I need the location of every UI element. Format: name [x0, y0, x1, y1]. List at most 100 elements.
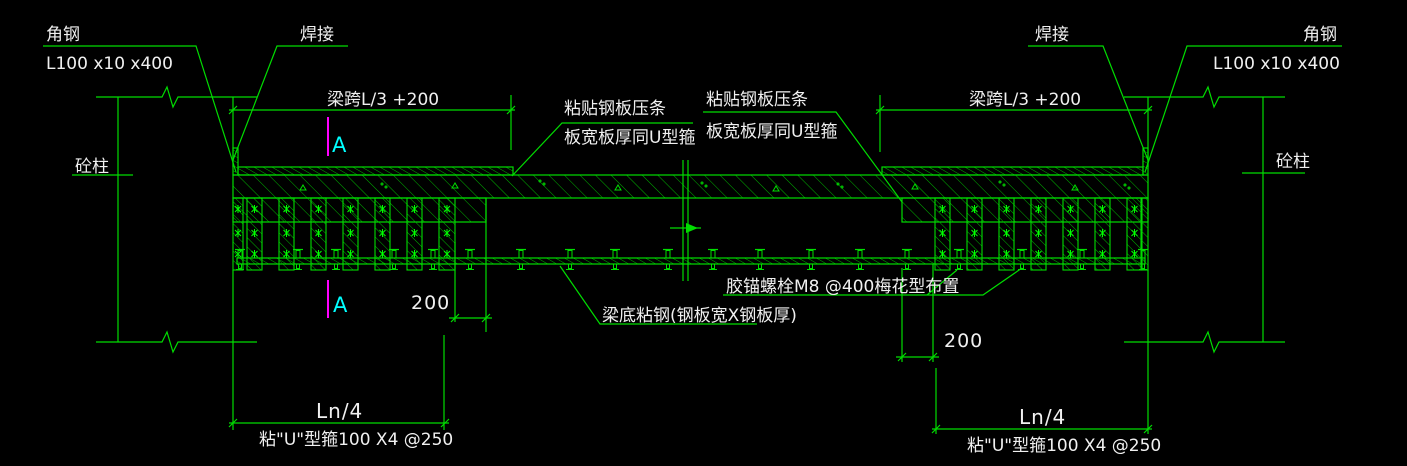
- anchor-bolt: [806, 248, 816, 270]
- anchor-bolt: [1077, 248, 1087, 270]
- bolt-shank: [710, 250, 716, 259]
- label-anchor-bolt-note: 胶锚螺栓M8 @400梅花型布置: [726, 277, 959, 297]
- dim-tick: [228, 418, 450, 428]
- bolt-tail: [431, 263, 435, 269]
- label-concrete-column-right: 砼柱: [1276, 152, 1310, 172]
- joint-break-arrow: [686, 223, 698, 233]
- anchor-bolt: [565, 248, 575, 270]
- label-offset-200-right: 200: [944, 330, 983, 352]
- aggregate-dot-mark: [840, 185, 844, 189]
- section-letter-bottom: A: [333, 293, 348, 317]
- strip-star-mark: [443, 229, 451, 237]
- label-beam-span-left: 梁跨L/3 +200: [327, 90, 439, 110]
- strip-star-mark: [1035, 250, 1042, 258]
- strip-star-mark: [1131, 250, 1138, 258]
- bolt-tail: [1020, 263, 1024, 269]
- strip-marks: [234, 205, 1138, 258]
- anchor-bolt: [954, 248, 964, 270]
- dim-tick: [931, 424, 1153, 434]
- anchor-bolt: [755, 248, 765, 270]
- label-angle-steel-size-left: L100 x10 x400: [46, 54, 173, 74]
- bolt-shank: [1079, 250, 1085, 259]
- strip-star-mark: [1003, 229, 1010, 237]
- bolt-tail: [758, 263, 762, 269]
- label-plate-strip-left-line1: 粘贴钢板压条: [564, 99, 666, 119]
- aggregate-dot-mark: [1002, 183, 1006, 187]
- bottom-bonded-plate: [236, 257, 1146, 265]
- quarter-span-dimension-left: [228, 335, 450, 430]
- bolt-shank: [1140, 250, 1146, 259]
- strip-star-mark: [971, 250, 978, 258]
- aggregate-dot-mark: [836, 182, 840, 186]
- bolt-shank: [237, 250, 243, 259]
- label-quarter-span-right: Ln/4: [1019, 405, 1066, 429]
- bolt-shank: [467, 250, 473, 259]
- strip-star-mark: [379, 205, 386, 213]
- strip-star-mark: [315, 229, 322, 237]
- strip-star-mark: [1035, 205, 1042, 213]
- label-plate-strip-right-line2: 板宽板厚同U型箍: [706, 122, 837, 142]
- aggregate-dot-mark: [700, 181, 704, 185]
- top-bonded-plate-left: [237, 166, 514, 176]
- bolt-shank: [391, 250, 397, 259]
- top-leaders: [43, 45, 1342, 173]
- offset-200-dimension-right: [896, 264, 939, 362]
- bolt-shank: [430, 250, 436, 259]
- bolt-tail: [238, 263, 242, 269]
- strip-star-mark: [1099, 229, 1106, 237]
- anchor-bolt: [855, 248, 865, 270]
- aggregate-triangle-mark: [772, 185, 780, 192]
- strip-star-mark: [251, 205, 258, 213]
- aggregate-triangle-mark: [451, 182, 459, 189]
- strip-star-mark: [1099, 250, 1106, 258]
- left-column: [72, 85, 257, 430]
- anchor-bolt: [1138, 248, 1148, 270]
- bolt-shank: [295, 250, 301, 259]
- strip-star-mark: [283, 205, 290, 213]
- bolt-shank: [857, 250, 863, 259]
- section-markers: A A: [327, 117, 348, 318]
- label-concrete-column-left: 砼柱: [75, 157, 109, 177]
- strip-star-mark: [1131, 229, 1138, 237]
- label-u-hoop-right: 粘"U"型箍100 X4 @250: [967, 436, 1161, 456]
- bottom-plate-note-leader: [559, 265, 757, 325]
- strip-star-mark: [1099, 205, 1106, 213]
- bolt-shank: [904, 250, 910, 259]
- text-labels: 角钢 L100 x10 x400 焊接 梁跨L/3 +200 砼柱 焊接 角钢 …: [46, 25, 1340, 456]
- label-weld-left: 焊接: [300, 25, 334, 45]
- top-bonded-plate-right: [881, 166, 1144, 176]
- weld-leader-right: [1028, 45, 1149, 161]
- label-angle-steel-size-right: L100 x10 x400: [1213, 54, 1340, 74]
- plate-strip-note-leader-left: [511, 122, 693, 177]
- right-column-top-break-line: [1124, 85, 1285, 109]
- anchor-bolt: [663, 248, 673, 270]
- anchor-bolts: [235, 248, 1148, 270]
- strip-star-mark: [379, 250, 386, 258]
- anchor-bolt: [465, 248, 475, 270]
- quarter-span-dimension-right: [931, 368, 1153, 434]
- aggregate-triangle-mark: [299, 184, 307, 191]
- strip-star-mark: [411, 229, 418, 237]
- center-joint: [670, 160, 701, 281]
- label-angle-steel-right: 角钢: [1303, 25, 1337, 45]
- offset-200-dimension-left: [449, 198, 492, 332]
- dim-tick: [450, 313, 491, 323]
- anchor-bolt: [235, 248, 245, 270]
- beam-span-dimension-left: [228, 95, 516, 150]
- bolt-shank: [333, 250, 339, 259]
- strip-star-mark: [347, 229, 354, 237]
- bolt-shank: [808, 250, 814, 259]
- bolt-tail: [519, 263, 523, 269]
- strip-star-mark: [971, 205, 978, 213]
- strip-star-mark: [1003, 250, 1010, 258]
- strip-star-mark: [379, 229, 386, 237]
- label-quarter-span-left: Ln/4: [316, 399, 363, 423]
- bolt-tail: [613, 263, 617, 269]
- section-letter-top: A: [332, 133, 347, 157]
- right-column: [1124, 85, 1305, 434]
- label-plate-strip-left-line2: 板宽板厚同U型箍: [564, 128, 695, 148]
- aggregate-dot-mark: [1123, 183, 1127, 187]
- weld-leader-left: [232, 45, 348, 161]
